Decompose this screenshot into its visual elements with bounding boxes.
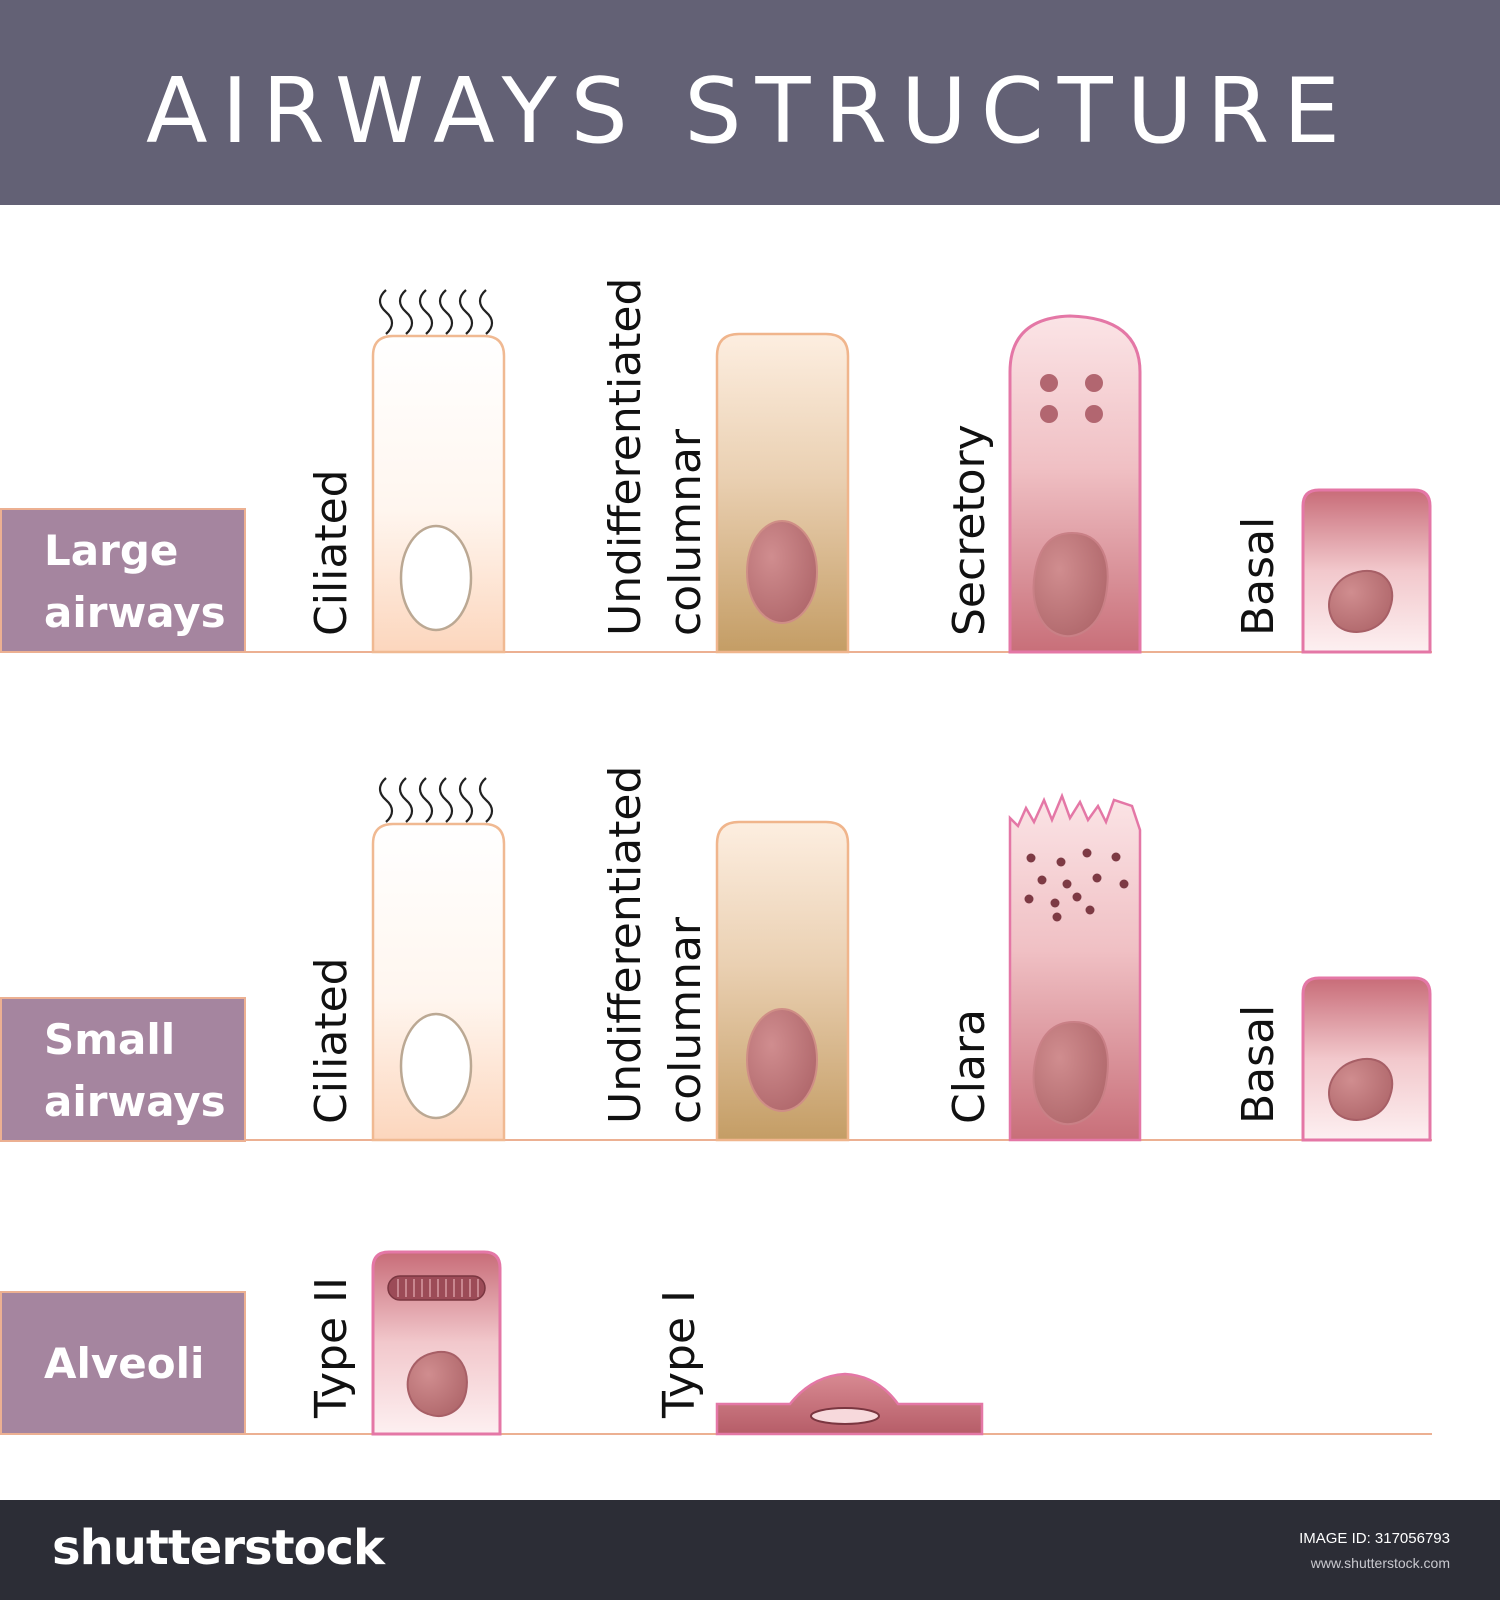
- ciliated-nucleus-large: [399, 524, 473, 632]
- clara-granules-small: [1024, 848, 1129, 922]
- lamellar-body: [387, 1275, 486, 1301]
- title-bar: AIRWAYS STRUCTURE: [0, 0, 1500, 205]
- cilia-large: [378, 289, 494, 335]
- lamellar-body-stripes: [397, 1279, 479, 1297]
- row-label-line: Large: [44, 526, 179, 575]
- label-secretory-large: Secretory: [940, 256, 1000, 636]
- image-id-text: IMAGE ID: 317056793: [1299, 1530, 1450, 1547]
- secretory-nucleus-large: [1032, 531, 1109, 638]
- type1-nucleus: [810, 1407, 880, 1425]
- cell-label-text: Basal: [1233, 516, 1284, 636]
- label-type1: Type I: [650, 1038, 710, 1418]
- clara-nucleus-small: [1032, 1020, 1109, 1126]
- cell-label-text: Type II: [306, 1276, 357, 1418]
- label-clara-small: Clara: [940, 744, 1000, 1124]
- cell-label-text: Basal: [1233, 1004, 1284, 1124]
- source-url-text: www.shutterstock.com: [1310, 1555, 1450, 1571]
- basal-nucleus-large: [1328, 569, 1394, 633]
- label-undifferentiated-large: Undifferentiated columnar: [596, 216, 716, 636]
- brand-logo: shutterstock: [52, 1520, 385, 1576]
- cell-label-text: Ciliated: [306, 469, 357, 636]
- type1-cell: [715, 1372, 984, 1436]
- type2-nucleus: [406, 1350, 468, 1417]
- row-label-large-airways: Large airways: [0, 508, 246, 653]
- cilia-small: [378, 777, 494, 823]
- row-label-line: Small: [44, 1015, 176, 1064]
- cell-label-text: Undifferentiated: [600, 765, 651, 1124]
- cell-label-text: columnar: [660, 428, 711, 636]
- page-title: AIRWAYS STRUCTURE: [146, 59, 1354, 164]
- row-label-line: airways: [44, 1077, 226, 1126]
- secretory-granules-large: [1040, 374, 1103, 423]
- ciliated-nucleus-small: [399, 1012, 473, 1120]
- label-type2: Type II: [302, 1038, 362, 1418]
- columnar-nucleus-large: [746, 520, 818, 624]
- row-label-small-airways: Small airways: [0, 997, 246, 1142]
- row-label-line: Alveoli: [44, 1339, 205, 1388]
- cell-label-text: Clara: [944, 1009, 995, 1124]
- cell-label-text: Secretory: [944, 424, 995, 636]
- cell-label-text: Type I: [654, 1289, 705, 1418]
- row-label-alveoli: Alveoli: [0, 1291, 246, 1435]
- cell-label-text: Undifferentiated: [600, 277, 651, 636]
- label-ciliated-large: Ciliated: [302, 256, 362, 636]
- label-basal-small: Basal: [1229, 744, 1289, 1124]
- row-label-line: airways: [44, 588, 226, 637]
- columnar-nucleus-small: [746, 1008, 818, 1112]
- label-basal-large: Basal: [1229, 256, 1289, 636]
- footer-bar: shutterstock IMAGE ID: 317056793 www.shu…: [0, 1500, 1500, 1600]
- basal-nucleus-small: [1328, 1057, 1394, 1121]
